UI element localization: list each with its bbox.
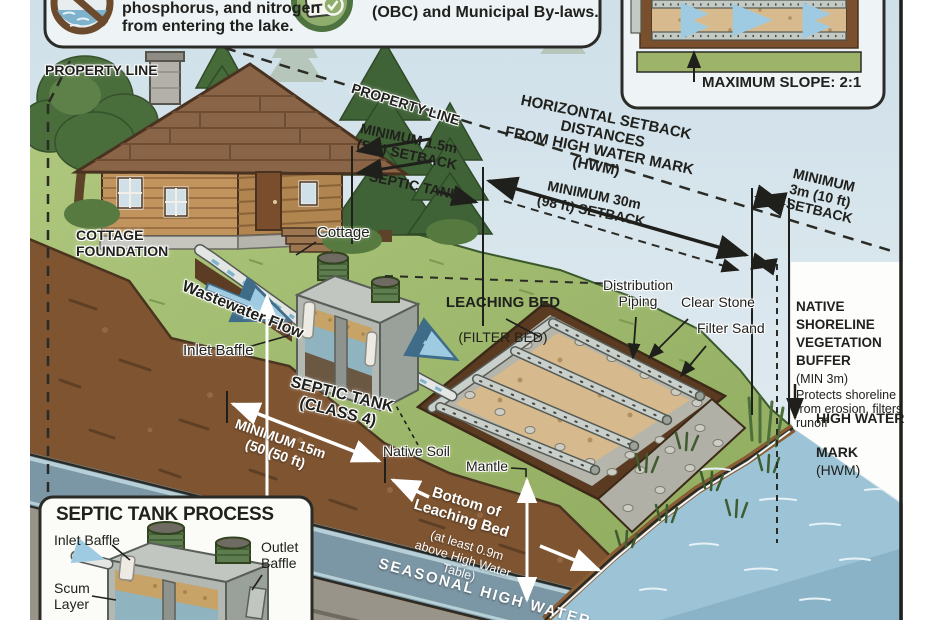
inlet-baffle-label: Inlet Baffle (183, 342, 254, 359)
hwm-line2-paren: (HWM) (816, 462, 861, 479)
clear-stone-label: Clear Stone (681, 294, 755, 310)
property-line-label-left: PROPERTY LINE (45, 62, 158, 78)
vegetation-buffer-min: (MIN 3m) (796, 371, 849, 386)
tank-lid-icon (371, 276, 400, 303)
mini-tank-illustration (70, 521, 272, 620)
no-phosphates-lake-icon (50, 0, 114, 35)
process-scum-layer-label: Scum Layer (54, 580, 90, 612)
leaching-bed-illustration (415, 301, 747, 534)
leaching-bed-title: LEACHING BED (445, 293, 561, 311)
property-line-dashed-left (46, 60, 72, 538)
cottage-illustration (64, 51, 478, 254)
native-soil-label: Native Soil (383, 443, 450, 459)
mantle-label: Mantle (466, 458, 509, 474)
measurement-arrows (355, 136, 804, 421)
leaching-bed-label: LEACHING BED (FILTER BED) (438, 277, 568, 363)
tank-lid-icon (317, 251, 349, 281)
vegetation-buffer-title: NATIVE SHORELINE VEGETATION BUFFER (796, 298, 882, 368)
process-inlet-baffle-label: Inlet Baffle (54, 532, 120, 548)
property-line-dashed-diagonal (224, 46, 896, 254)
document-check-icon (291, 0, 353, 32)
building-code-text: (OBC) and Municipal By-laws. (372, 4, 599, 21)
flow-arrow-icon (680, 2, 831, 39)
hwm-line1: HIGH WATER (816, 409, 905, 426)
filter-sand-label: Filter Sand (697, 320, 765, 336)
bush-icon (64, 199, 120, 229)
distribution-piping-label: Distribution Piping (602, 277, 674, 309)
benefits-text-line1: phosphorus, and nitrogen (122, 0, 321, 17)
benefits-text-line2: from entering the lake. (122, 18, 294, 35)
lake-water (541, 424, 903, 620)
vegetation-buffer-desc: Protects shoreline from erosion, filters… (796, 388, 903, 431)
hwm-line2-bold: MARK (816, 444, 858, 461)
leaching-bed-subtitle: (FILTER BED) (458, 328, 548, 345)
process-panel (38, 495, 314, 620)
label-background-panel (791, 262, 903, 503)
benefits-panel (43, 0, 602, 49)
outlet-baffle-pipe (364, 331, 378, 367)
slope-inset-panel (620, 0, 886, 110)
door-icon (255, 171, 282, 231)
distribution-pipes (427, 316, 706, 476)
window-icon (116, 176, 319, 218)
steps-icon (281, 227, 333, 253)
cottage-foundation-label: COTTAGE FOUNDATION (76, 227, 169, 259)
chimney-icon (145, 51, 185, 105)
cottage-label: Cottage (317, 224, 370, 241)
tank-lid-icon (215, 536, 251, 564)
shoreline-grass (614, 394, 785, 549)
vegetation-buffer-label: NATIVE SHORELINE VEGETATION BUFFER (MIN … (796, 280, 904, 448)
process-title: SEPTIC TANK PROCESS (56, 504, 274, 525)
maximum-slope-caption: MAXIMUM SLOPE: 2:1 (702, 74, 862, 91)
process-outlet-baffle-label: Outlet Baffle (261, 539, 299, 571)
high-water-mark-label: HIGH WATER MARK (HWM) (816, 393, 904, 498)
inlet-baffle-pipe (301, 301, 316, 339)
bush-icon (426, 219, 478, 245)
